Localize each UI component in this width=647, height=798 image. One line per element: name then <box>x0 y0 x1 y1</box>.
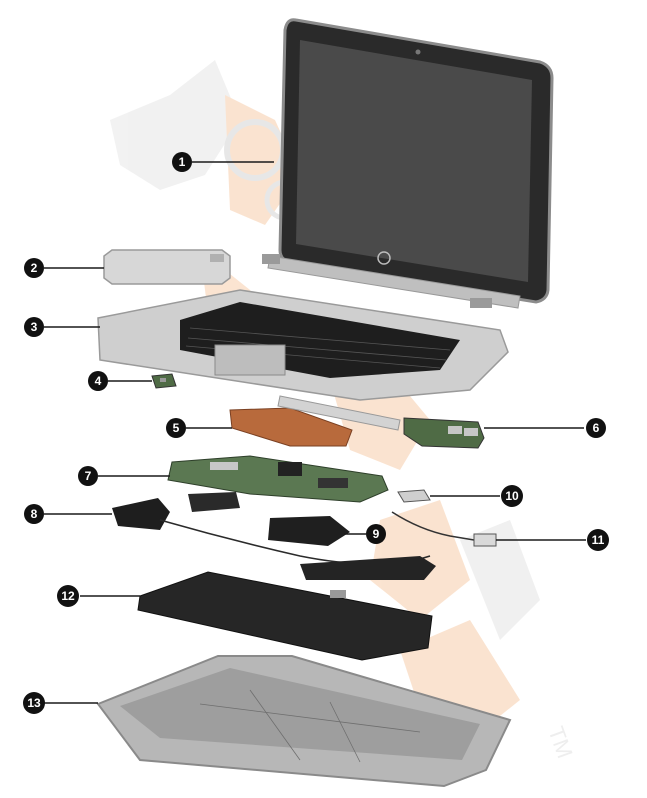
callout-9: 9 <box>366 524 386 544</box>
svg-text:5: 5 <box>173 421 180 435</box>
callout-13: 13 <box>23 692 45 714</box>
callout-3: 3 <box>24 317 44 337</box>
svg-text:1: 1 <box>179 155 186 169</box>
svg-text:8: 8 <box>31 507 38 521</box>
callout-4: 4 <box>88 371 108 391</box>
callout-2: 2 <box>24 258 44 278</box>
touchpad <box>103 249 231 285</box>
callout-11: 11 <box>587 529 609 551</box>
svg-text:3: 3 <box>31 320 38 334</box>
battery <box>137 571 433 661</box>
svg-text:7: 7 <box>85 469 92 483</box>
svg-text:9: 9 <box>373 527 380 541</box>
wlan-module <box>397 489 431 503</box>
speaker-left <box>112 498 170 530</box>
bottom-cover <box>96 655 512 788</box>
watermark-tm: TM <box>543 723 577 761</box>
svg-text:2: 2 <box>31 261 38 275</box>
display-assembly <box>262 18 554 309</box>
speaker-right <box>300 556 436 580</box>
svg-text:11: 11 <box>592 533 605 547</box>
callout-6: 6 <box>586 418 606 438</box>
svg-text:10: 10 <box>505 489 519 503</box>
svg-text:12: 12 <box>61 589 75 603</box>
leader-lines <box>44 161 586 704</box>
callout-5: 5 <box>166 418 186 438</box>
callout-1: 1 <box>172 152 192 172</box>
callout-7: 7 <box>78 466 98 486</box>
fan <box>188 492 350 546</box>
callout-10: 10 <box>501 485 523 507</box>
svg-text:4: 4 <box>95 374 102 388</box>
heat-sink <box>229 395 401 447</box>
top-cover-keyboard <box>97 289 509 401</box>
svg-text:13: 13 <box>27 696 41 710</box>
callout-12: 12 <box>57 585 79 607</box>
svg-text:6: 6 <box>593 421 600 435</box>
callout-8: 8 <box>24 504 44 524</box>
small-board <box>151 373 177 389</box>
system-board <box>167 455 389 503</box>
usb-board <box>403 417 485 449</box>
